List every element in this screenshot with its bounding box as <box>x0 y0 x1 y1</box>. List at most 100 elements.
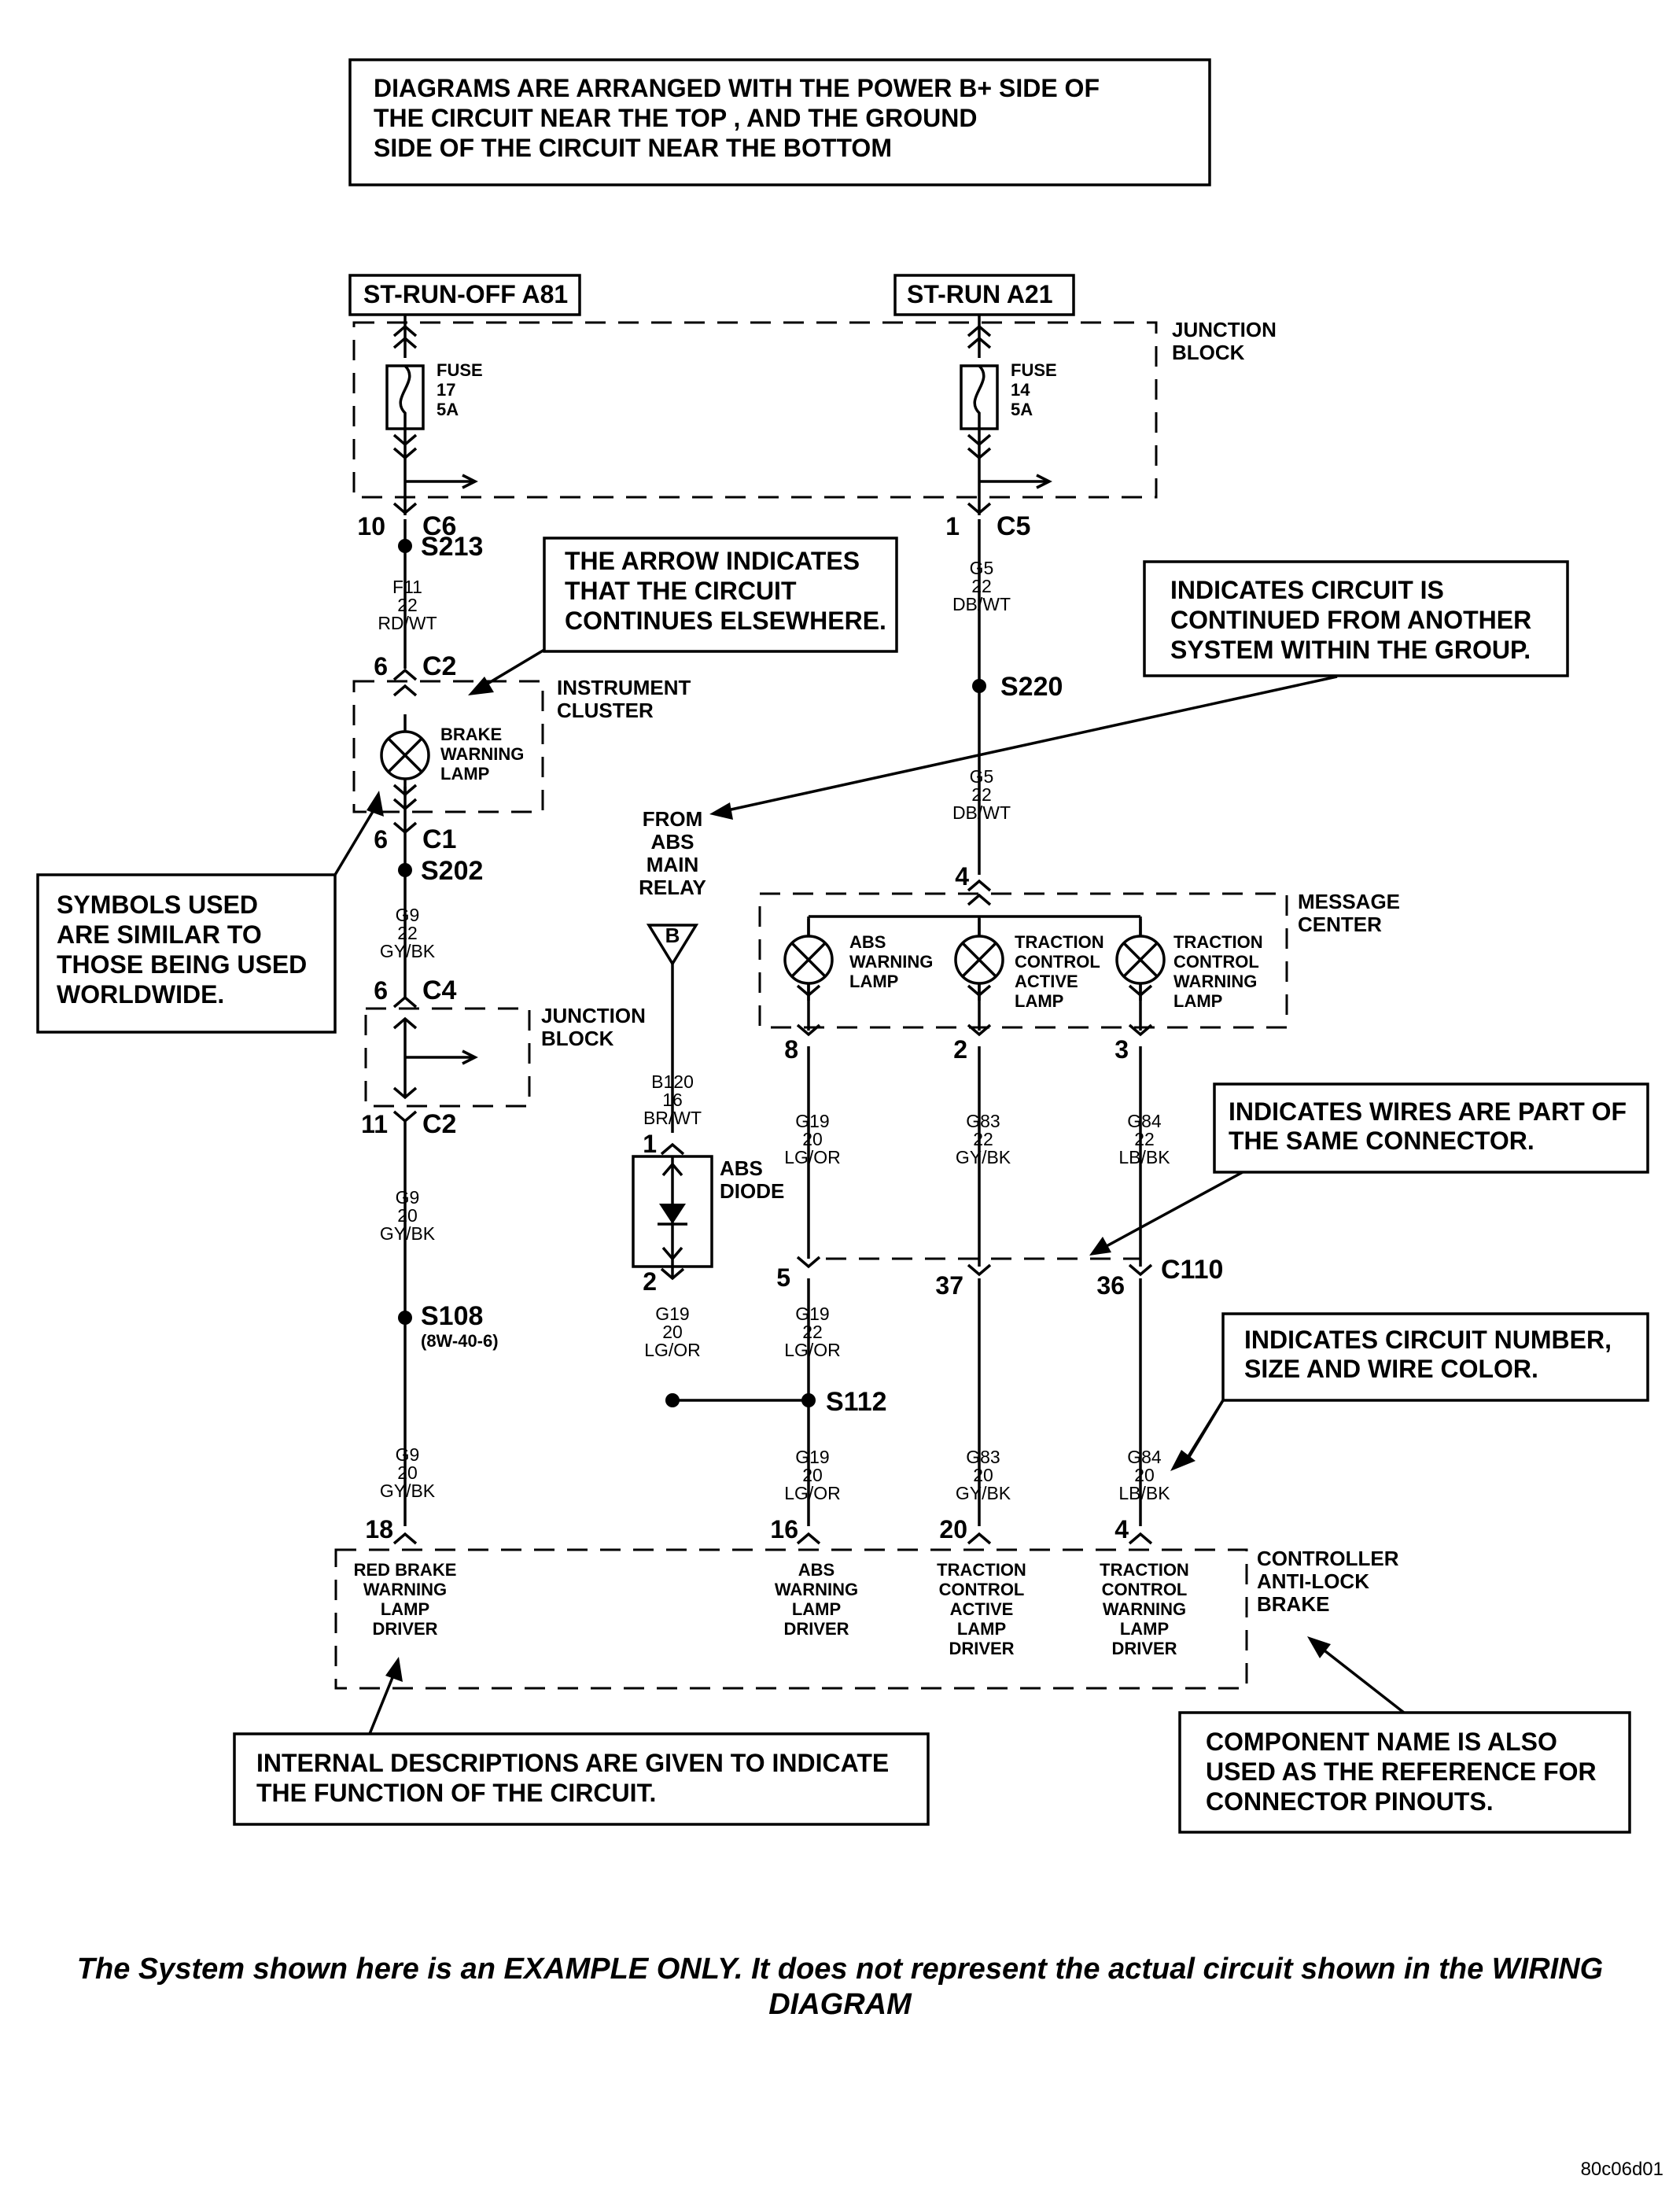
note-continued-line: SYSTEM WITHIN THE GROUP. <box>1170 636 1531 664</box>
note-arrow-line: CONTINUES ELSEWHERE. <box>565 607 886 635</box>
abs-diode-symbol <box>632 1155 713 1268</box>
connector-chevron-16 <box>392 1016 418 1030</box>
wire-g83-b-label-line: GY/BK <box>956 1483 1011 1503</box>
diode-pin-1: 1 <box>643 1130 657 1158</box>
note-component-line: COMPONENT NAME IS ALSO <box>1206 1728 1557 1756</box>
wire-g19-b-label-line: G19 <box>795 1304 829 1324</box>
driver-abs-label-line: ABS <box>798 1560 834 1580</box>
junction-block-outline <box>352 321 1158 499</box>
c1-pin: 6 <box>374 825 388 854</box>
instrument-cluster-label-line: CLUSTER <box>557 699 654 722</box>
wire-g9-a-label-line: 22 <box>397 923 418 943</box>
junction-block-label-line: JUNCTION <box>1172 318 1277 341</box>
connector-chevron-21 <box>796 984 821 998</box>
s108-ref-label: (8W-40-6) <box>421 1331 499 1351</box>
power-left-label-line: ST-RUN-OFF A81 <box>363 280 568 308</box>
abs-diode-label-line: DIODE <box>720 1179 784 1203</box>
tcw-lamp-label-line: CONTROL <box>1173 952 1259 972</box>
connector-chevron-9 <box>967 502 992 515</box>
brake-lamp-label-line: LAMP <box>440 764 489 784</box>
controller-label-line: ANTI-LOCK <box>1257 1569 1369 1593</box>
note-box-top <box>348 58 1211 186</box>
abs-relay-symbol: B <box>646 924 699 967</box>
connector-chevron-18 <box>392 1110 418 1123</box>
footer-note: The System shown here is an EXAMPLE ONLY… <box>77 1953 1603 2021</box>
driver-tca-label-line: LAMP <box>957 1619 1006 1639</box>
splice-dots <box>398 539 986 1407</box>
abs-relay-label-line: RELAY <box>639 876 706 899</box>
note-internal: INTERNAL DESCRIPTIONS ARE GIVEN TO INDIC… <box>256 1749 889 1807</box>
driver-tcw-label-line: TRACTION <box>1100 1560 1189 1580</box>
note-box-continued <box>1143 560 1569 677</box>
note-symbols-line: THOSE BEING USED <box>57 950 307 979</box>
leader-arrows <box>333 648 1406 1735</box>
abs-relay-label-line: FROM <box>643 807 703 831</box>
figure-code: 80c06d01 <box>1581 2159 1663 2180</box>
note-symbols-line: SYMBOLS USED <box>57 891 258 919</box>
c5-name: C5 <box>997 511 1030 541</box>
c2-bottom-pin: 11 <box>361 1110 388 1138</box>
wire-f11-label-line: RD/WT <box>378 613 437 633</box>
wire-g83-a-label-line: 22 <box>973 1129 993 1149</box>
fuse-right-label-line: 5A <box>1011 400 1033 419</box>
note-top-line: DIAGRAMS ARE ARRANGED WITH THE POWER B+ … <box>374 74 1100 102</box>
driver-red-label-line: WARNING <box>363 1580 447 1599</box>
power-right-label-line: ST-RUN A21 <box>907 280 1053 308</box>
abs-relay-label-line: ABS <box>651 830 694 854</box>
c2-bottom-name: C2 <box>422 1109 456 1139</box>
s108-label: S108 <box>421 1301 483 1331</box>
note-same-connector-line: INDICATES WIRES ARE PART OF <box>1229 1097 1627 1126</box>
driver-red-label-line: DRIVER <box>372 1619 437 1639</box>
diode-pin-2: 2 <box>643 1267 657 1296</box>
note-arrow-line: THAT THE CIRCUIT <box>565 577 797 605</box>
wire-g19-a-label-line: LG/OR <box>784 1147 841 1167</box>
fuse-right <box>960 364 999 430</box>
connector-chevron-13 <box>392 798 418 811</box>
message-center-out-pin-3: 3 <box>1114 1035 1129 1064</box>
wire-f11-label-line: 22 <box>397 595 418 615</box>
wire-g9-c-label-line: G9 <box>396 1444 420 1465</box>
connector-chevron-26 <box>1128 1023 1153 1037</box>
note-symbols-line: WORLDWIDE. <box>57 980 224 1009</box>
note-box-circuit-number <box>1221 1312 1649 1402</box>
fuse-left-label-line: FUSE <box>437 360 483 380</box>
connector-chevron-8 <box>392 502 418 515</box>
controller-label-line: BRAKE <box>1257 1592 1329 1616</box>
wire-b120-label-line: 16 <box>662 1090 683 1110</box>
wire-g9-a-label-line: G9 <box>396 905 420 925</box>
abs-warning-lamp <box>783 935 834 985</box>
note-top-line: THE CIRCUIT NEAR THE TOP , AND THE GROUN… <box>374 104 977 132</box>
note-symbols-line: ARE SIMILAR TO <box>57 920 262 949</box>
note-circuit-number-line: SIZE AND WIRE COLOR. <box>1244 1355 1538 1383</box>
connector-chevron-4 <box>392 433 418 447</box>
note-top: DIAGRAMS ARE ARRANGED WITH THE POWER B+ … <box>374 74 1100 162</box>
note-continued-line: INDICATES CIRCUIT IS <box>1170 576 1444 604</box>
connector-chevron-28 <box>660 1267 685 1281</box>
wire-g5-a-label-line: G5 <box>970 558 994 578</box>
driver-red-label-line: LAMP <box>381 1599 429 1619</box>
driver-tcw-label-line: DRIVER <box>1111 1639 1177 1658</box>
c110-name: C110 <box>1161 1255 1223 1285</box>
driver-abs-label-line: WARNING <box>775 1580 858 1599</box>
c2-top-pin: 6 <box>374 652 388 680</box>
fuse-left <box>385 364 425 430</box>
note-circuit-number: INDICATES CIRCUIT NUMBER,SIZE AND WIRE C… <box>1244 1326 1612 1383</box>
driver-tca-label-line: DRIVER <box>949 1639 1014 1658</box>
junction-block-2-label-line: BLOCK <box>541 1027 614 1050</box>
connector-chevron-14 <box>392 821 418 835</box>
connector-chevron-10 <box>392 668 418 681</box>
abs-lamp-label-line: LAMP <box>849 972 898 991</box>
wire-g5-b-label-line: DB/WT <box>952 802 1011 823</box>
s112-label: S112 <box>826 1387 887 1417</box>
